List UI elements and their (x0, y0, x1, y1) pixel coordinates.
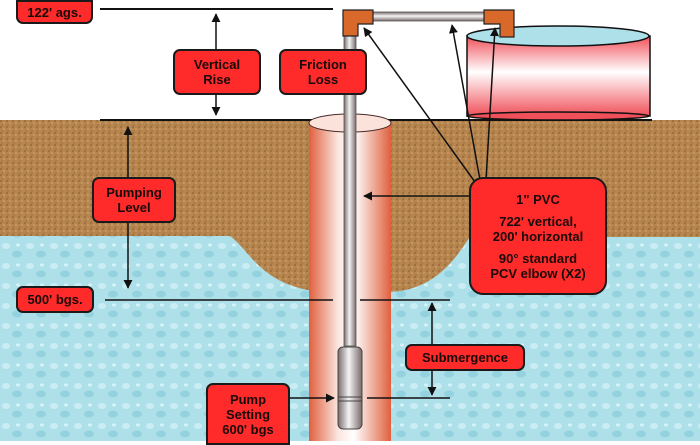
vertical-rise-label: Vertical Rise (173, 49, 261, 95)
friction-loss-line1: Friction (299, 57, 347, 72)
friction-loss-label: Friction Loss (279, 49, 367, 95)
pumping-level-label: Pumping Level (92, 177, 176, 223)
submersible-pump (337, 346, 363, 430)
friction-loss-line2: Loss (307, 72, 339, 87)
pipe-spec-vertical: 722' vertical, (499, 213, 577, 229)
water-level-label: 500' bgs. (16, 286, 94, 313)
elbow-right-pointer (485, 27, 500, 181)
pipe-spec-title: 1" PVC (516, 191, 560, 207)
above-ground-text: 122' ags. (27, 4, 82, 20)
pipe-spec-fitting-count: PCV elbow (X2) (490, 265, 586, 281)
pump-setting-label: Pump Setting 600' bgs (206, 383, 290, 445)
vertical-rise-line2: Rise (203, 72, 231, 87)
pump-setting-line2: Setting (225, 406, 271, 422)
pump-setting-line1: Pump (229, 391, 267, 407)
elbow-left-pointer (363, 27, 476, 183)
pump-setting-line3: 600' bgs (222, 421, 274, 437)
pumping-level-line2: Level (117, 200, 151, 215)
pumping-level-line1: Pumping (106, 185, 162, 200)
horizontal-pipe (361, 11, 489, 22)
water-level-text: 500' bgs. (27, 292, 83, 307)
elbow-fitting-left (342, 9, 374, 37)
horizontal-pipe-pointer (449, 24, 481, 181)
pipe-spec-horizontal: 200' horizontal (492, 228, 584, 244)
above-ground-label: 122' ags. (16, 0, 93, 24)
submergence-text: Submergence (422, 350, 508, 365)
pipe-spec-label: 1" PVC 722' vertical, 200' horizontal 90… (469, 177, 607, 295)
vertical-rise-line1: Vertical (193, 57, 241, 72)
submergence-label: Submergence (405, 344, 525, 371)
elbow-fitting-right (483, 9, 515, 38)
pipe-spec-fitting-type: 90° standard (498, 250, 578, 266)
